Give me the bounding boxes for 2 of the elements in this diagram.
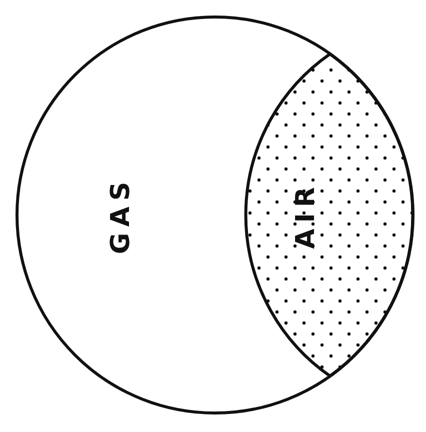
region-label: AIR	[291, 181, 321, 249]
region-label: GAS	[106, 176, 136, 254]
